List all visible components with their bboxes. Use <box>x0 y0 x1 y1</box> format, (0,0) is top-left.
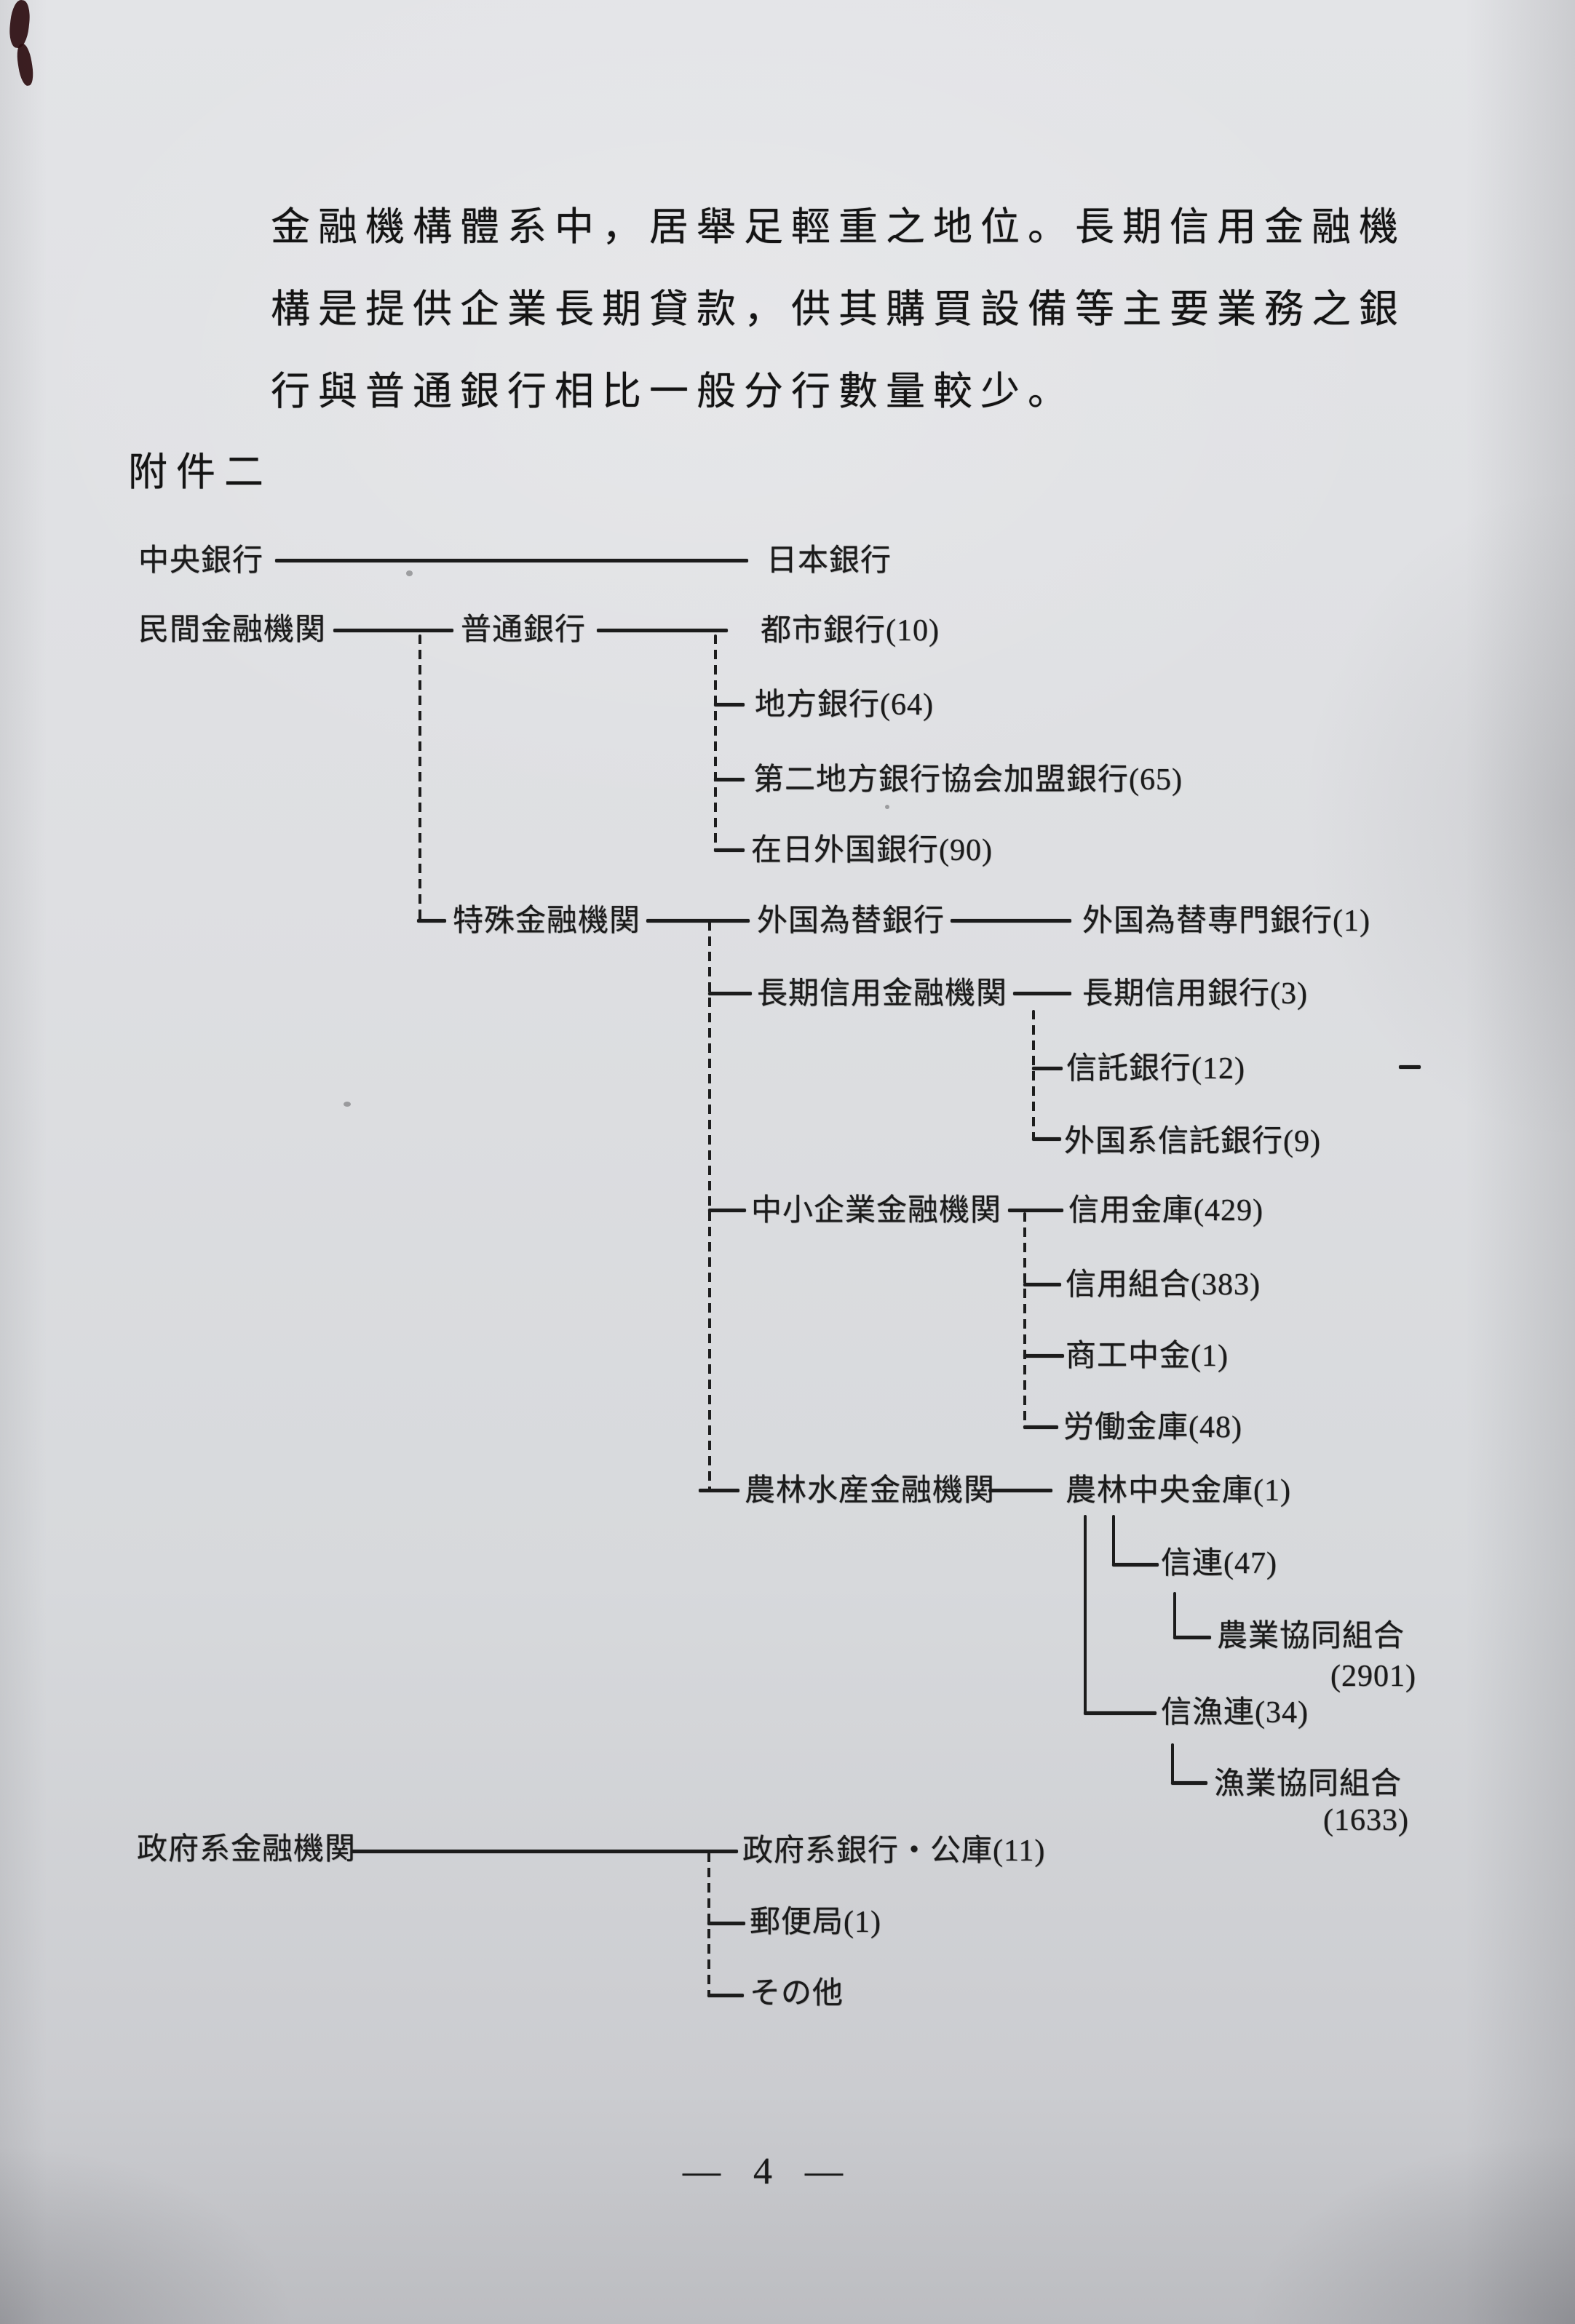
node-ordinary-bank: 普通銀行 <box>461 613 587 647</box>
node-foreign-bank-in-japan: 在日外国銀行(90) <box>751 834 993 867</box>
connector-to-others <box>707 1994 744 1997</box>
connector-to-foreign-trust <box>1032 1137 1061 1141</box>
connector-to-shinren <box>1112 1563 1159 1567</box>
connector-sme-to-shinkin <box>1008 1209 1063 1212</box>
scan-speck <box>344 1102 351 1107</box>
trunk-sme-branches <box>1023 1212 1026 1427</box>
paragraph-line-1: 金融機構體系中，居舉足輕重之地位。長期信用金融機 <box>271 205 1406 249</box>
stray-mark <box>1399 1065 1421 1069</box>
scan-speck <box>406 570 413 576</box>
connector-longterm-to-bank <box>1013 992 1071 995</box>
connector-to-shingyoren <box>1084 1711 1157 1715</box>
connector-special-to-forex <box>646 919 750 923</box>
node-central-bank: 中央銀行 <box>138 544 264 578</box>
connector-to-agri <box>699 1489 739 1492</box>
node-forex-bank: 外国為替銀行 <box>757 904 945 938</box>
connector-central-to-boj <box>275 559 748 562</box>
connector-to-agri-coop <box>1173 1636 1211 1639</box>
connector-agri-to-norinchukin <box>988 1489 1052 1492</box>
node-agricultural-cooperative: 農業協同組合 <box>1217 1620 1405 1653</box>
connector-to-regional <box>714 703 745 707</box>
node-agricultural-cooperative-count: (2901) <box>1330 1660 1416 1693</box>
connector-to-trust <box>1032 1067 1063 1070</box>
node-shoko-chukin: 商工中金(1) <box>1066 1340 1229 1373</box>
trunk-private-to-special <box>418 634 421 920</box>
connector-to-credit-coop <box>1023 1283 1061 1286</box>
connector-private-to-ordinary <box>333 629 453 632</box>
node-city-bank: 都市銀行(10) <box>761 614 940 648</box>
connector-to-second-regional <box>714 778 745 781</box>
node-shinkin-bank: 信用金庫(429) <box>1068 1194 1263 1227</box>
node-bank-of-japan: 日本銀行 <box>766 544 892 578</box>
node-forex-specialized-bank: 外国為替専門銀行(1) <box>1082 904 1370 938</box>
scan-ink-mark <box>15 42 36 87</box>
trunk-to-shinren <box>1112 1515 1115 1564</box>
node-foreign-trust-bank: 外国系信託銀行(9) <box>1064 1125 1321 1158</box>
node-norinchukin-bank: 農林中央金庫(1) <box>1066 1474 1291 1508</box>
node-sme-financial: 中小企業金融機関 <box>751 1194 1002 1227</box>
node-longterm-credit-bank: 長期信用銀行(3) <box>1082 977 1308 1011</box>
connector-gov-to-banks <box>351 1850 738 1853</box>
trunk-norinchukin-branches <box>1084 1515 1087 1713</box>
trunk-ordinary-banks <box>714 634 717 850</box>
scan-ink-mark <box>7 0 32 49</box>
node-fishery-cooperative-count: (1633) <box>1323 1804 1409 1837</box>
node-shingyoren: 信漁連(34) <box>1161 1696 1309 1730</box>
attachment-heading: 附件二 <box>128 450 272 494</box>
node-trust-bank: 信託銀行(12) <box>1066 1052 1245 1086</box>
node-private-financial: 民間金融機関 <box>138 613 327 647</box>
connector-to-foreign-bank <box>714 848 745 852</box>
page-number: — 4 — <box>683 2151 854 2192</box>
connector-to-special <box>417 919 446 923</box>
trunk-special-branches <box>708 921 711 1490</box>
node-longterm-credit-financial: 長期信用金融機関 <box>757 977 1008 1011</box>
paragraph-line-2: 構是提供企業長期貸款，供其購買設備等主要業務之銀 <box>271 287 1406 331</box>
node-credit-cooperative: 信用組合(383) <box>1066 1268 1261 1302</box>
trunk-longterm-branches <box>1032 1010 1035 1139</box>
connector-to-longterm <box>708 992 752 995</box>
node-government-banks-koko: 政府系銀行・公庫(11) <box>742 1834 1046 1868</box>
connector-to-fishery-coop <box>1171 1781 1207 1785</box>
trunk-gov-branches <box>707 1853 710 1995</box>
trunk-to-fishery-coop <box>1171 1743 1174 1783</box>
trunk-to-agri-coop <box>1173 1592 1176 1637</box>
node-regional-bank: 地方銀行(64) <box>755 688 934 722</box>
node-fishery-cooperative: 漁業協同組合 <box>1214 1767 1403 1801</box>
node-shinren: 信連(47) <box>1161 1547 1277 1580</box>
connector-to-shoko <box>1023 1354 1064 1358</box>
node-post-office: 郵便局(1) <box>750 1906 881 1939</box>
node-agri-forestry-fishery-financial: 農林水産金融機関 <box>745 1474 996 1508</box>
node-second-regional-bank: 第二地方銀行協会加盟銀行(65) <box>753 763 1183 797</box>
node-government-financial: 政府系金融機関 <box>137 1833 357 1866</box>
node-labor-bank: 労働金庫(48) <box>1063 1411 1242 1444</box>
scan-speck <box>885 805 889 809</box>
connector-forex-to-specialized <box>951 919 1071 923</box>
paragraph-line-3: 行與普通銀行相比一般分行數量較少。 <box>271 370 1075 413</box>
connector-to-sme <box>708 1209 746 1212</box>
connector-ordinary-to-city <box>597 629 728 632</box>
node-others: その他 <box>750 1977 844 2010</box>
connector-to-post <box>707 1922 745 1925</box>
node-special-financial: 特殊金融機関 <box>453 904 641 938</box>
connector-to-labor <box>1023 1425 1058 1429</box>
